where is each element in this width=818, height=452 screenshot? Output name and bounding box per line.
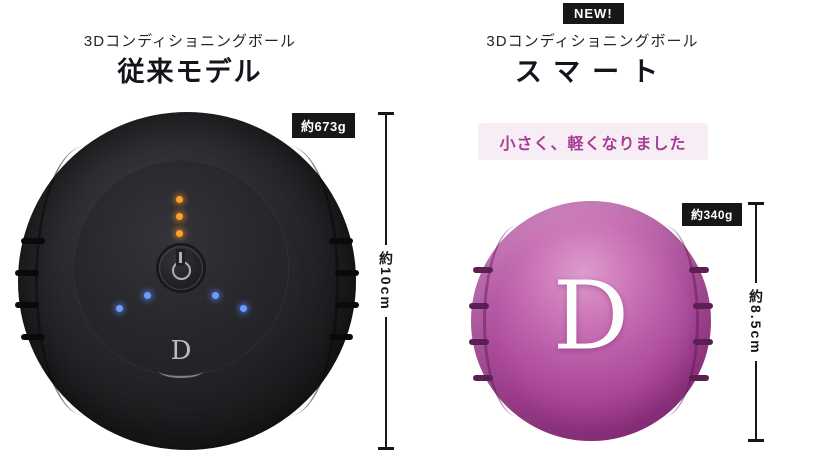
ball-seam-left xyxy=(34,145,136,417)
new-height-label: 約8.5cm xyxy=(748,289,764,355)
new-product-series-label: 3Dコンディショニングボール xyxy=(486,33,699,50)
groove-notch xyxy=(693,303,713,309)
groove-notch xyxy=(473,375,493,381)
dimension-cap-bottom xyxy=(748,439,764,443)
old-product-model-label: 従来モデル xyxy=(117,57,263,87)
groove-notch xyxy=(689,375,709,381)
old-weight-tag: 約673g xyxy=(292,113,356,138)
new-product-model-label: スマート xyxy=(514,57,671,87)
groove-notch xyxy=(329,238,353,244)
new-ball-image: D xyxy=(469,201,713,441)
status-led-blue-icon xyxy=(240,305,247,312)
groove-notch xyxy=(469,339,489,345)
status-led-blue-icon xyxy=(212,292,219,299)
level-led-orange-icon xyxy=(176,196,183,203)
groove-notch xyxy=(469,303,489,309)
status-led-blue-icon xyxy=(116,305,123,312)
status-led-blue-icon xyxy=(144,292,151,299)
power-button-icon xyxy=(159,246,203,290)
brand-d-logo: D xyxy=(552,261,630,372)
dimension-cap-top xyxy=(378,112,394,115)
groove-notch xyxy=(21,238,45,244)
power-symbol-icon xyxy=(160,247,202,289)
level-led-orange-icon xyxy=(176,213,183,220)
brand-logo-arc xyxy=(159,364,203,378)
dimension-line xyxy=(755,360,757,440)
brand-d-logo: D xyxy=(170,336,192,366)
dimension-line xyxy=(755,205,757,284)
groove-notch xyxy=(693,339,713,345)
new-weight-tag: 約340g xyxy=(682,203,742,226)
smaller-lighter-callout: 小さく、軽くなりました xyxy=(478,123,708,160)
groove-notch xyxy=(473,267,493,273)
old-height-dimension-line: 約10cm xyxy=(378,112,394,450)
groove-notch xyxy=(15,270,39,276)
old-ball-image: D xyxy=(15,112,359,450)
groove-notch xyxy=(329,334,353,340)
ball-seam-right xyxy=(627,225,699,417)
dimension-line xyxy=(385,316,387,447)
groove-notch xyxy=(21,334,45,340)
old-height-label: 約10cm xyxy=(378,251,394,311)
old-product-series-label: 3Dコンディショニングボール xyxy=(83,33,297,50)
groove-notch xyxy=(335,302,359,308)
dimension-line xyxy=(385,115,387,246)
dimension-cap-bottom xyxy=(378,447,394,450)
groove-notch xyxy=(689,267,709,273)
groove-notch xyxy=(15,302,39,308)
level-led-orange-icon xyxy=(176,230,183,237)
groove-notch xyxy=(335,270,359,276)
ball-seam-left xyxy=(483,225,555,417)
new-badge: NEW! xyxy=(563,3,624,24)
ball-seam-right xyxy=(238,145,340,417)
new-height-dimension-line: 約8.5cm xyxy=(748,202,764,443)
dimension-cap-top xyxy=(748,202,764,205)
